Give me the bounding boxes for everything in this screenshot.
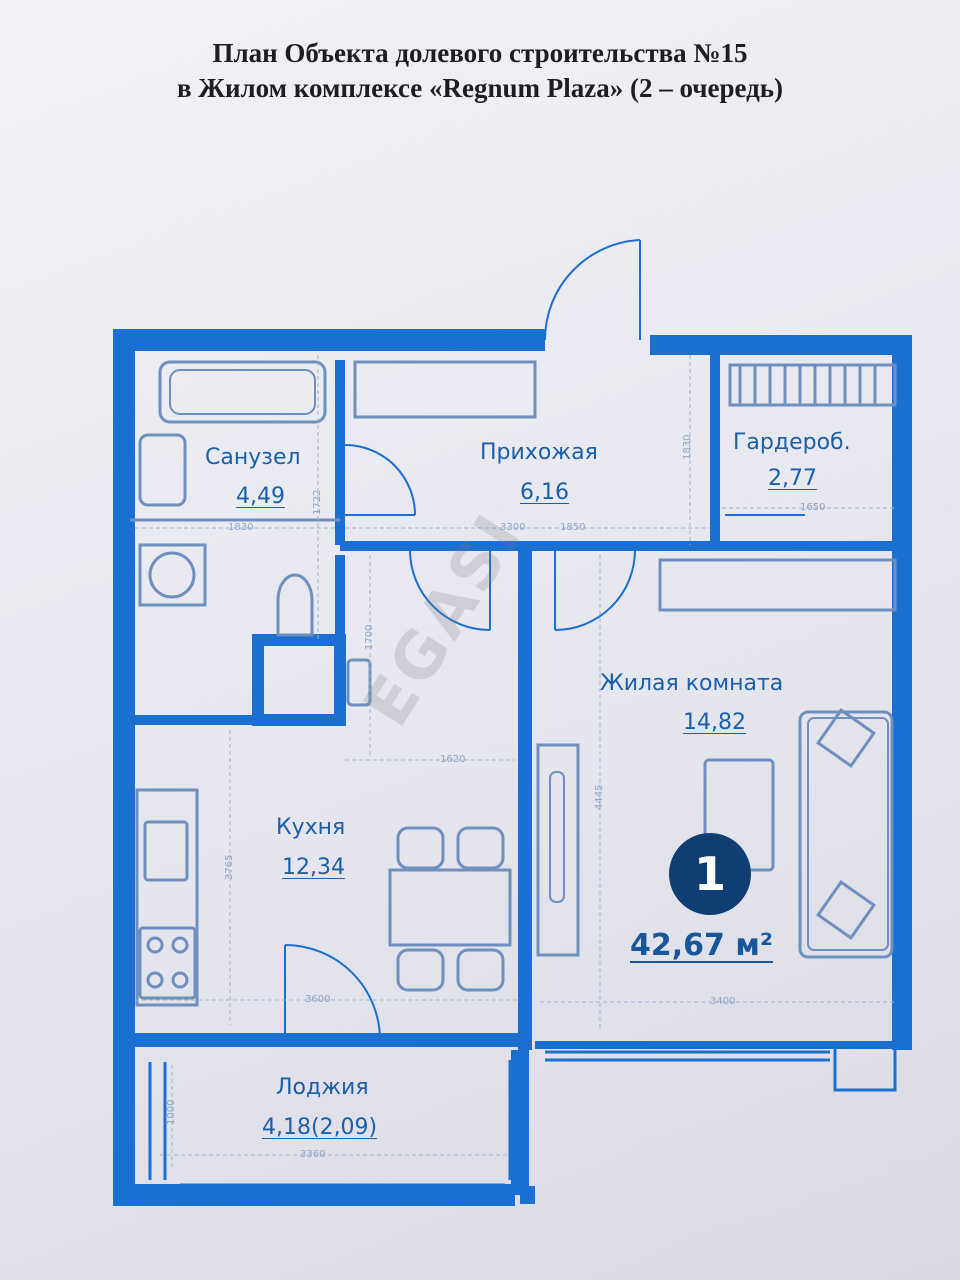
chair-icon — [456, 948, 505, 992]
bathtub-icon — [158, 360, 327, 424]
chair-icon — [456, 826, 505, 870]
toilet-icon — [276, 573, 314, 637]
wardrobe-rail — [728, 363, 897, 407]
dimension-label: 3765 — [224, 854, 235, 880]
room-name-wardrobe: Гардероб. — [733, 430, 851, 455]
outer-wall-right — [650, 335, 912, 1050]
bath-door — [344, 444, 416, 516]
plan-title: План Объекта долевого строительства №15 … — [0, 36, 960, 106]
dimension-label: 1830 — [682, 434, 693, 460]
hall-cabinet — [353, 360, 537, 419]
chair-icon — [396, 948, 445, 992]
cushion-icon — [816, 880, 876, 940]
room-area-bathroom: 4,49 — [236, 484, 285, 509]
dimension-label: 1700 — [364, 624, 375, 650]
apartment-number-badge: 1 — [669, 833, 751, 915]
dimension-label: 3300 — [500, 522, 526, 533]
kitchen-sink-icon — [143, 820, 189, 882]
room-area-hallway: 6,16 — [520, 480, 569, 505]
dimension-label: 1722 — [312, 489, 323, 515]
plan-title-line-2: в Жилом комплексе «Regnum Plaza» (2 – оч… — [176, 73, 784, 103]
tv-stand-icon — [536, 743, 580, 957]
total-area: 42,67 м² — [630, 928, 773, 963]
sink-icon — [138, 433, 187, 507]
dimension-label: 4445 — [594, 784, 605, 810]
outer-wall — [113, 329, 545, 1206]
dimension-label: 3360 — [300, 1149, 326, 1160]
window-living — [545, 1050, 830, 1062]
wall-shaft — [252, 634, 346, 726]
loggia-door — [284, 944, 381, 1041]
dimension-label: 1650 — [800, 502, 826, 513]
window-loggia — [148, 1062, 167, 1180]
room-name-loggia: Лоджия — [276, 1075, 369, 1100]
living-shelf — [658, 558, 897, 612]
room-name-hallway: Прихожая — [480, 440, 598, 465]
entry-door — [543, 239, 641, 341]
room-area-wardrobe: 2,77 — [768, 466, 817, 491]
sofa-icon — [798, 710, 894, 959]
kitchen-counter — [135, 788, 199, 1007]
room-area-loggia: 4,18(2,09) — [262, 1115, 378, 1140]
dimension-label: 3600 — [305, 994, 331, 1005]
room-name-kitchen: Кухня — [276, 815, 346, 840]
window-living-right — [833, 1043, 897, 1092]
dimension-label: 1620 — [440, 754, 466, 765]
outer-wall-loggia — [511, 1050, 535, 1204]
cushion-icon — [816, 708, 876, 768]
dimension-label: 3400 — [710, 996, 736, 1007]
kitchen-door — [409, 549, 491, 631]
room-area-kitchen: 12,34 — [282, 855, 345, 880]
room-name-bathroom: Санузел — [205, 445, 301, 470]
dining-table-icon — [388, 868, 512, 947]
plan-title-line-1: План Объекта долевого строительства №15 — [212, 38, 748, 68]
room-area-living-room: 14,82 — [683, 710, 746, 735]
chair-icon — [396, 826, 445, 870]
dimension-label: 1830 — [228, 522, 254, 533]
living-door — [554, 549, 636, 631]
stove-icon — [138, 926, 197, 1000]
room-name-living-room: Жилая комната — [600, 671, 784, 696]
dimension-label: 1850 — [560, 522, 586, 533]
washing-machine-icon — [138, 543, 207, 607]
dimension-label: 1000 — [166, 1099, 177, 1125]
